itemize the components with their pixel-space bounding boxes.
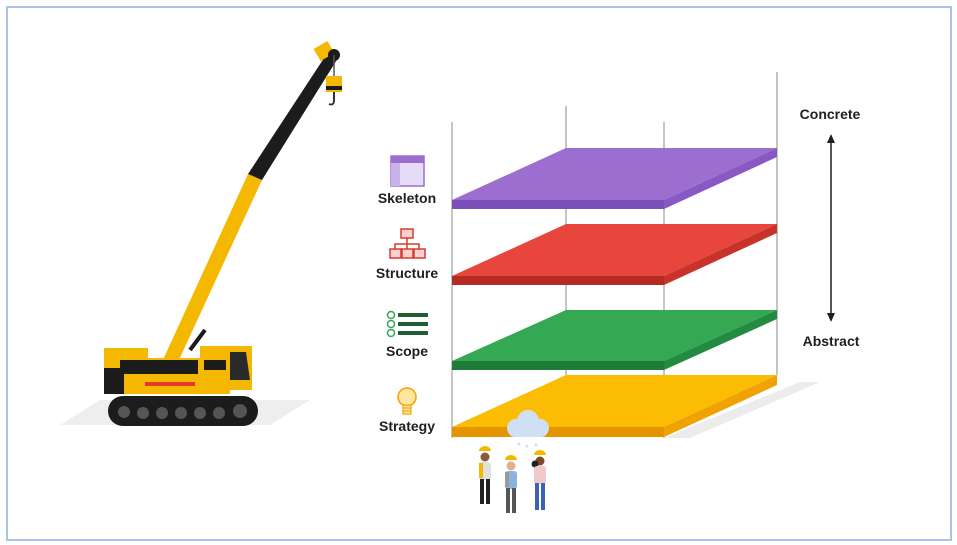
crane-counterweight [120, 360, 198, 374]
worker-figure-middle [505, 455, 517, 513]
worker-figure-right [531, 450, 546, 510]
axis-arrow-up-icon [827, 134, 835, 143]
crane-side-panel [104, 368, 124, 394]
thought-cloud-icon [507, 410, 549, 448]
crane-wheels [118, 404, 247, 419]
sitemap-icon [389, 228, 426, 259]
strategy-floor-shadow [664, 382, 820, 438]
crane-hook-stripe [326, 86, 342, 90]
crane-boom-upper [248, 52, 338, 180]
layer-slab-structure [452, 224, 777, 285]
lightbulb-icon [397, 387, 417, 415]
checklist-icon [386, 310, 428, 338]
crane-grill [204, 360, 226, 370]
layer-slab-strategy [452, 375, 777, 437]
layer-label-scope: Scope [386, 343, 428, 359]
window-icon [390, 155, 425, 187]
crane-cabin-window [230, 352, 250, 380]
crane-stripe [145, 382, 195, 386]
axis-arrow-down-icon [827, 313, 835, 322]
layer-label-structure: Structure [376, 265, 438, 281]
crane-support [188, 328, 207, 352]
crane-boom-lower [162, 174, 262, 362]
axis-top-label: Concrete [800, 106, 861, 122]
layer-slab-skeleton [452, 148, 777, 209]
crane-illustration [104, 40, 342, 426]
worker-figure-left [479, 446, 491, 504]
axis-bottom-label: Abstract [803, 333, 860, 349]
layer-label-skeleton: Skeleton [378, 190, 436, 206]
layer-slab-scope [452, 310, 777, 370]
crane-hook-icon [328, 92, 335, 106]
layer-label-strategy: Strategy [379, 418, 435, 434]
